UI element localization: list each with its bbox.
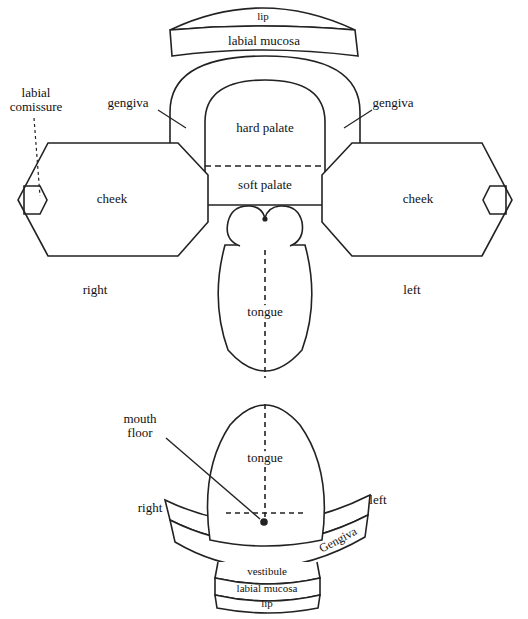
labial-mucosa-band: labial mucosa [228,34,300,48]
tongue-region: tongue [245,451,284,465]
region-label: gengiva [372,96,413,110]
region-name: tongue [247,305,282,319]
region-name: lip [261,598,273,610]
cheek-region: cheek [97,192,127,206]
region-label: mouth floor [115,412,165,439]
side-label: right [138,501,163,515]
side-label: right [83,283,108,297]
region-name: vestibule [247,566,287,578]
lip-band: lip [261,598,273,610]
lip-band: lip [257,11,269,23]
vestibule-band: vestibule [247,566,287,578]
side-label: left [403,283,420,297]
cheek-region: cheek [403,192,433,206]
region-name: labial mucosa [237,583,298,595]
region-name: lip [257,11,269,23]
hard-palate-region: hard palate [235,121,295,135]
region-label: labial comissure [5,86,67,113]
region-name: hard palate [235,121,295,135]
soft-palate-region: soft palate [238,178,292,192]
side-label: left [369,493,386,507]
labial-mucosa-band: labial mucosa [237,583,298,595]
region-label: gengiva [107,96,148,110]
region-name: labial mucosa [228,34,300,48]
tongue-region: tongue [245,305,284,319]
region-name: soft palate [238,178,292,192]
region-name: cheek [97,192,127,206]
region-name: cheek [403,192,433,206]
region-name: tongue [247,451,282,465]
